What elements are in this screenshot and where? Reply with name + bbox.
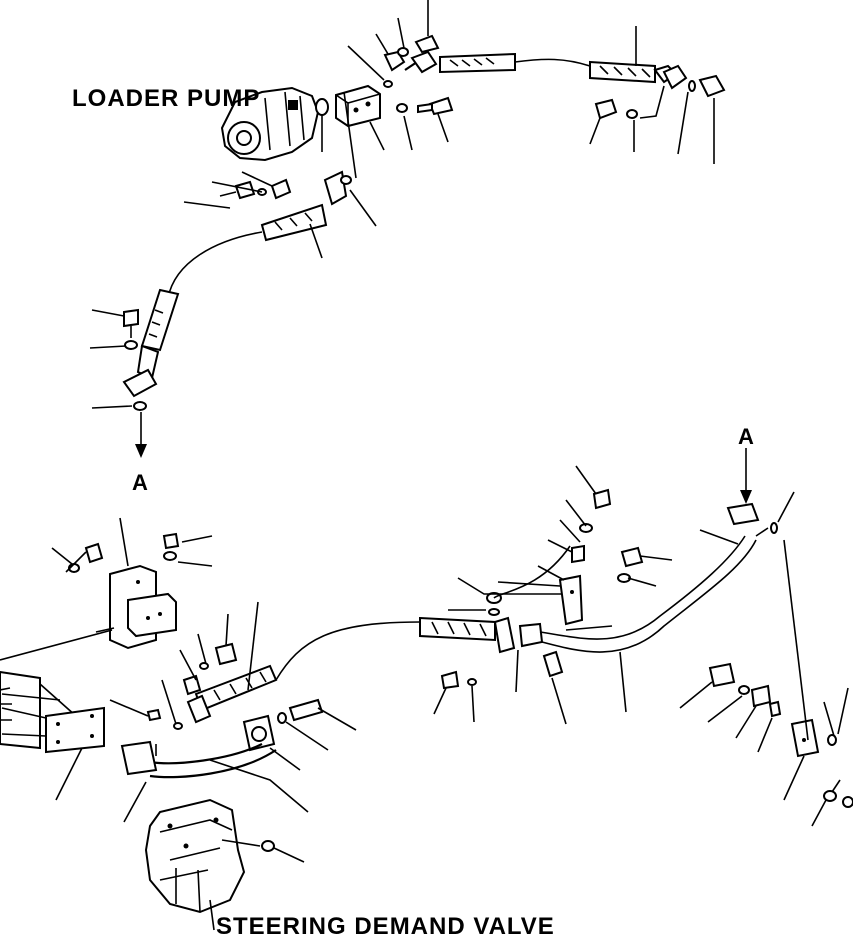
ref-a-label-left: A <box>132 470 148 495</box>
mounting-bracket-left <box>68 532 180 650</box>
steering-demand-valve <box>144 798 275 931</box>
steering-demand-valve-label: STEERING DEMAND VALVE <box>216 913 555 938</box>
lower-left-hose-assembly <box>120 621 421 779</box>
ref-arrow-a-bottom <box>740 448 752 504</box>
right-mount-bracket <box>708 539 853 808</box>
pump-adapter-block <box>335 84 381 128</box>
ref-arrow-a-top <box>135 412 147 458</box>
middle-hose-assembly <box>419 488 778 690</box>
ref-a-label-right: A <box>738 424 754 449</box>
loader-pump <box>220 86 329 162</box>
pump-suction-hose <box>122 170 352 411</box>
bottom-callout-leaders <box>0 465 849 863</box>
top-callout-leaders <box>89 0 715 409</box>
loader-pump-label: LOADER PUMP <box>72 85 260 112</box>
upper-hose-assembly <box>383 34 726 120</box>
frame-plate-left <box>0 670 105 754</box>
